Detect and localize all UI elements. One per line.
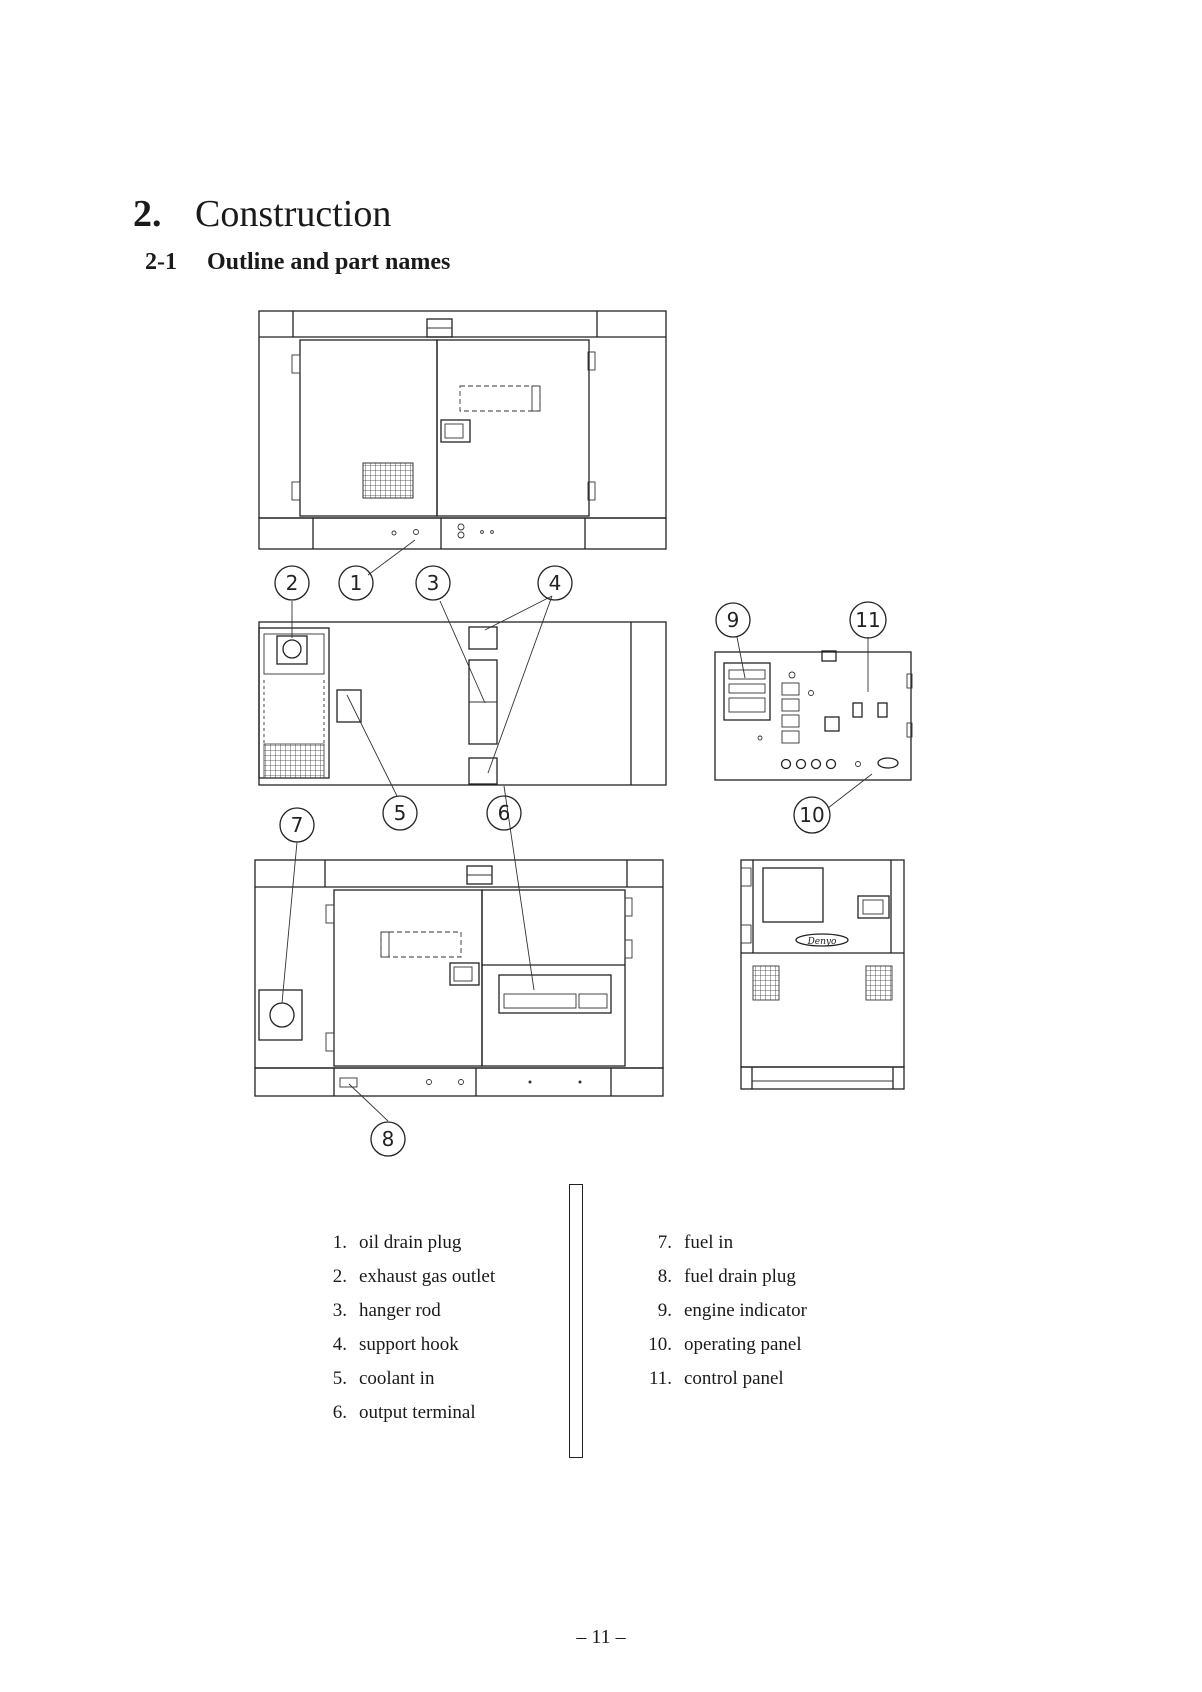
page-number: – 11 – — [0, 1626, 1202, 1649]
svg-text:5: 5 — [394, 801, 407, 825]
list-item: 4.support hook — [323, 1328, 495, 1362]
leader-lines — [282, 540, 872, 1121]
svg-text:6: 6 — [498, 801, 511, 825]
brand-logo-text: Denyo — [807, 937, 837, 947]
callout-2: 2 — [275, 566, 309, 600]
callout-1: 1 — [339, 566, 373, 600]
list-item: 10.operating panel — [634, 1328, 807, 1362]
side-view-bottom — [255, 860, 663, 1096]
list-item: 3.hanger rod — [323, 1294, 495, 1328]
svg-text:3: 3 — [427, 571, 440, 595]
callout-6: 6 — [487, 796, 521, 830]
side-view-top — [259, 311, 666, 549]
list-item: 11.control panel — [634, 1362, 807, 1396]
svg-text:2: 2 — [286, 571, 299, 595]
svg-text:8: 8 — [382, 1127, 395, 1151]
list-item: 9.engine indicator — [634, 1294, 807, 1328]
list-item: 1.oil drain plug — [323, 1226, 495, 1260]
callout-4: 4 — [538, 566, 572, 600]
list-item: 8.fuel drain plug — [634, 1260, 807, 1294]
svg-text:4: 4 — [549, 571, 562, 595]
list-item: 2.exhaust gas outlet — [323, 1260, 495, 1294]
list-item: 6.output terminal — [323, 1396, 495, 1430]
top-view — [259, 622, 666, 785]
svg-text:11: 11 — [855, 608, 880, 632]
parts-legend-left: 1.oil drain plug 2.exhaust gas outlet 3.… — [323, 1226, 495, 1430]
svg-text:10: 10 — [799, 803, 824, 827]
callout-10: 10 — [794, 797, 830, 833]
svg-text:1: 1 — [350, 571, 363, 595]
list-item: 5.coolant in — [323, 1362, 495, 1396]
parts-legend-right: 7.fuel in 8.fuel drain plug 9.engine ind… — [634, 1226, 807, 1396]
callout-11: 11 — [850, 602, 886, 638]
front-end-view: Denyo — [741, 860, 904, 1089]
list-item: 7.fuel in — [634, 1226, 807, 1260]
callout-8: 8 — [371, 1122, 405, 1156]
callout-5: 5 — [383, 796, 417, 830]
callout-9: 9 — [716, 603, 750, 637]
control-panel-view — [715, 651, 912, 780]
callout-3: 3 — [416, 566, 450, 600]
callout-7: 7 — [280, 808, 314, 842]
svg-text:9: 9 — [727, 608, 740, 632]
legend-divider — [569, 1184, 583, 1458]
svg-text:7: 7 — [291, 813, 304, 837]
